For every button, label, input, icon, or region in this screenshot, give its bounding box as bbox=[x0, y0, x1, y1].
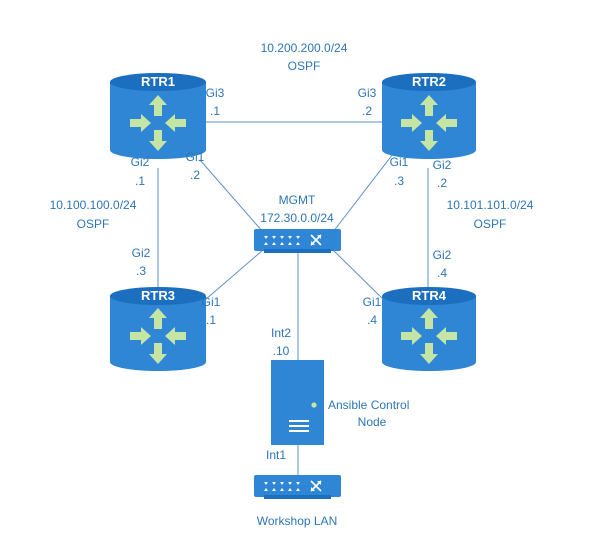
rtr1-gi3-name: Gi3 bbox=[206, 86, 225, 100]
rtr3-gi1-ip: .1 bbox=[206, 313, 216, 327]
net-rtr1-rtr3-subnet: 10.100.100.0/24 bbox=[50, 198, 137, 212]
router-rtr4[interactable]: RTR4 bbox=[382, 287, 476, 371]
workshop-lan-label: Workshop LAN bbox=[257, 514, 337, 528]
switch-mgmt[interactable] bbox=[254, 229, 341, 253]
net-rtr1-rtr2-subnet: 10.200.200.0/24 bbox=[261, 41, 348, 55]
router-rtr2[interactable]: RTR2 bbox=[382, 73, 476, 159]
switch-workshop-lan[interactable] bbox=[254, 475, 341, 499]
rtr4-gi1-name: Gi1 bbox=[363, 295, 382, 309]
router-rtr3[interactable]: RTR3 bbox=[110, 287, 206, 371]
ansible-int2-ip: .10 bbox=[273, 344, 290, 358]
rtr3-gi1-name: Gi1 bbox=[202, 295, 221, 309]
mgmt-name: MGMT bbox=[279, 193, 316, 207]
links bbox=[157, 121, 429, 476]
rtr3-gi2-ip: .3 bbox=[136, 264, 146, 278]
router-name: RTR1 bbox=[141, 74, 175, 89]
net-rtr1-rtr3-protocol: OSPF bbox=[77, 217, 110, 231]
net-rtr2-rtr4-protocol: OSPF bbox=[474, 217, 507, 231]
link-rtr4-mgmt bbox=[332, 249, 387, 303]
rtr2-gi2-name: Gi2 bbox=[433, 158, 452, 172]
rtr1-gi1-ip: .2 bbox=[190, 168, 200, 182]
rtr1-gi2-name: Gi2 bbox=[131, 155, 150, 169]
router-name: RTR2 bbox=[412, 74, 446, 89]
link-rtr3-mgmt bbox=[204, 249, 264, 301]
router-name: RTR3 bbox=[141, 288, 175, 303]
mgmt-subnet: 172.30.0.0/24 bbox=[260, 211, 334, 225]
rtr2-gi1-name: Gi1 bbox=[390, 155, 409, 169]
rtr4-gi1-ip: .4 bbox=[367, 313, 377, 327]
power-led-icon bbox=[311, 402, 317, 408]
rtr3-gi2-name: Gi2 bbox=[132, 246, 151, 260]
rtr4-gi2-ip: .4 bbox=[437, 266, 447, 280]
server-name-line1: Ansible Control bbox=[328, 398, 409, 412]
link-rtr2-mgmt bbox=[332, 149, 397, 233]
rtr2-gi1-ip: .3 bbox=[394, 174, 404, 188]
router-name: RTR4 bbox=[412, 288, 447, 303]
rtr1-gi3-ip: .1 bbox=[210, 104, 220, 118]
rtr2-gi3-name: Gi3 bbox=[358, 86, 377, 100]
rtr4-gi2-name: Gi2 bbox=[433, 248, 452, 262]
server-name-line2: Node bbox=[358, 415, 387, 429]
ansible-int2-name: Int2 bbox=[271, 326, 291, 340]
link-rtr1-mgmt bbox=[199, 159, 264, 233]
net-rtr1-rtr2-protocol: OSPF bbox=[288, 59, 321, 73]
rtr1-gi2-ip: .1 bbox=[135, 174, 145, 188]
rtr2-gi2-ip: .2 bbox=[437, 176, 447, 190]
router-rtr1[interactable]: RTR1 bbox=[110, 73, 206, 159]
ansible-int1-name: Int1 bbox=[266, 448, 286, 462]
rtr1-gi1-name: Gi1 bbox=[186, 150, 205, 164]
server-ansible-control-node[interactable] bbox=[271, 360, 324, 445]
rtr2-gi3-ip: .2 bbox=[362, 104, 372, 118]
net-rtr2-rtr4-subnet: 10.101.101.0/24 bbox=[447, 198, 534, 212]
